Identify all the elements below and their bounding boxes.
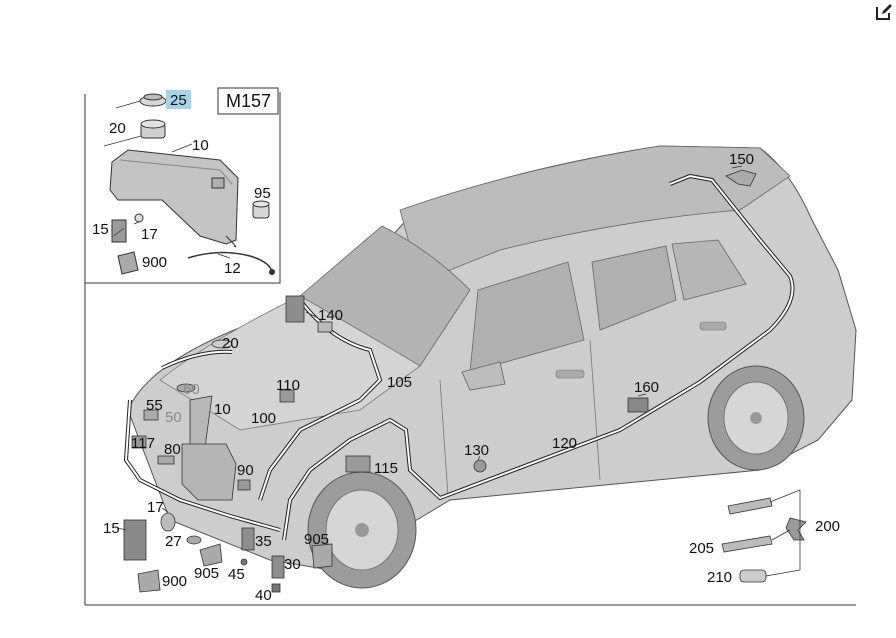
bracket-part-115[interactable]: [345, 455, 371, 473]
rear-wheel: [707, 365, 805, 471]
part-117[interactable]: [131, 435, 147, 449]
part-55[interactable]: [143, 409, 159, 421]
side-mirror: [461, 361, 506, 391]
callout-50[interactable]: 50: [165, 409, 182, 426]
callout-10b[interactable]: 10: [214, 401, 231, 418]
callout-20a[interactable]: 20: [109, 120, 126, 137]
pump-part-15a[interactable]: [111, 219, 127, 243]
filler-part-20b[interactable]: [211, 339, 233, 349]
callout-20b[interactable]: 20: [222, 335, 239, 352]
nozzle-part-140[interactable]: [285, 295, 305, 323]
connector-part-900a[interactable]: [117, 251, 139, 275]
front-wheel: [307, 471, 417, 589]
callout-900a[interactable]: 900: [142, 254, 167, 271]
callout-30[interactable]: 30: [284, 556, 301, 573]
callout-27[interactable]: 27: [165, 533, 182, 550]
rear-nozzle-part-150[interactable]: [725, 169, 757, 187]
callout-105[interactable]: 105: [387, 374, 412, 391]
part-40[interactable]: [271, 583, 281, 593]
part-80[interactable]: [157, 455, 175, 465]
sensor-part-205[interactable]: [721, 535, 773, 553]
callout-10a[interactable]: 10: [192, 137, 209, 154]
callout-110[interactable]: 110: [276, 377, 300, 394]
callout-900b[interactable]: 900: [162, 573, 187, 590]
callout-15b[interactable]: 15: [103, 520, 120, 537]
highlight-25: [166, 90, 191, 109]
inset-label-box: [217, 87, 279, 115]
part-45[interactable]: [240, 558, 248, 566]
part-27[interactable]: [186, 535, 202, 545]
callout-140[interactable]: 140: [318, 307, 343, 324]
callout-80[interactable]: 80: [164, 441, 181, 458]
connector-part-900b[interactable]: [137, 569, 161, 593]
callout-100[interactable]: 100: [251, 410, 276, 427]
part-60[interactable]: [176, 383, 196, 393]
sensor-part-110[interactable]: [279, 389, 295, 403]
callout-120[interactable]: 120: [552, 435, 577, 452]
inset-label: M157: [226, 91, 271, 111]
vehicle-body: [127, 145, 857, 589]
part-90[interactable]: [237, 479, 251, 491]
callout-205[interactable]: 205: [689, 540, 714, 557]
edit-icon[interactable]: [874, 2, 894, 22]
callout-115[interactable]: 115: [374, 460, 398, 477]
sleeve-part-210[interactable]: [739, 569, 767, 583]
callout-905b[interactable]: 905: [194, 565, 219, 582]
callout-905a[interactable]: 905: [304, 531, 329, 548]
callout-130[interactable]: 130: [464, 442, 489, 459]
connector-part-160[interactable]: [627, 397, 649, 413]
callout-45[interactable]: 45: [228, 566, 245, 583]
pump-part-30[interactable]: [271, 555, 285, 579]
callout-90[interactable]: 90: [237, 462, 254, 479]
callout-95[interactable]: 95: [254, 185, 271, 202]
reservoir-part-10b[interactable]: [181, 443, 237, 501]
pump-part-35[interactable]: [241, 527, 255, 551]
inset-reservoir-assembly: [109, 93, 275, 275]
callout-17a[interactable]: 17: [141, 226, 158, 243]
callout-117[interactable]: 117: [131, 435, 155, 452]
hose-part-12[interactable]: [187, 251, 273, 273]
connector-part-905b[interactable]: [311, 543, 333, 569]
sensor-part-200a[interactable]: [727, 497, 773, 515]
main-parts: [123, 169, 807, 593]
front-side-window: [469, 261, 585, 373]
callout-12[interactable]: 12: [224, 260, 241, 277]
callout-160[interactable]: 160: [634, 379, 659, 396]
callout-55[interactable]: 55: [146, 397, 163, 414]
connector-part-905a[interactable]: [199, 543, 223, 567]
callout-35[interactable]: 35: [255, 533, 272, 550]
callout-60[interactable]: 60: [183, 381, 200, 398]
callout-210[interactable]: 210: [707, 569, 732, 586]
rear-side-window: [591, 245, 677, 331]
seal-part-17b[interactable]: [160, 512, 176, 532]
washer-hose-route: [123, 173, 795, 541]
inset-frame: [85, 92, 281, 284]
callout-200[interactable]: 200: [815, 518, 840, 535]
pump-part-15b[interactable]: [123, 519, 147, 561]
grommet-part-130[interactable]: [473, 459, 487, 473]
callout-40[interactable]: 40: [255, 587, 272, 604]
wrench-icon: [785, 517, 807, 541]
main-leaders: [117, 165, 801, 577]
callout-15a[interactable]: 15: [92, 221, 109, 238]
callout-17b[interactable]: 17: [147, 499, 164, 516]
reservoir-tank-part-10[interactable]: [109, 149, 239, 245]
callout-150[interactable]: 150: [729, 151, 754, 168]
seal-part-17a[interactable]: [134, 213, 144, 223]
callout-25[interactable]: 25: [170, 92, 187, 109]
